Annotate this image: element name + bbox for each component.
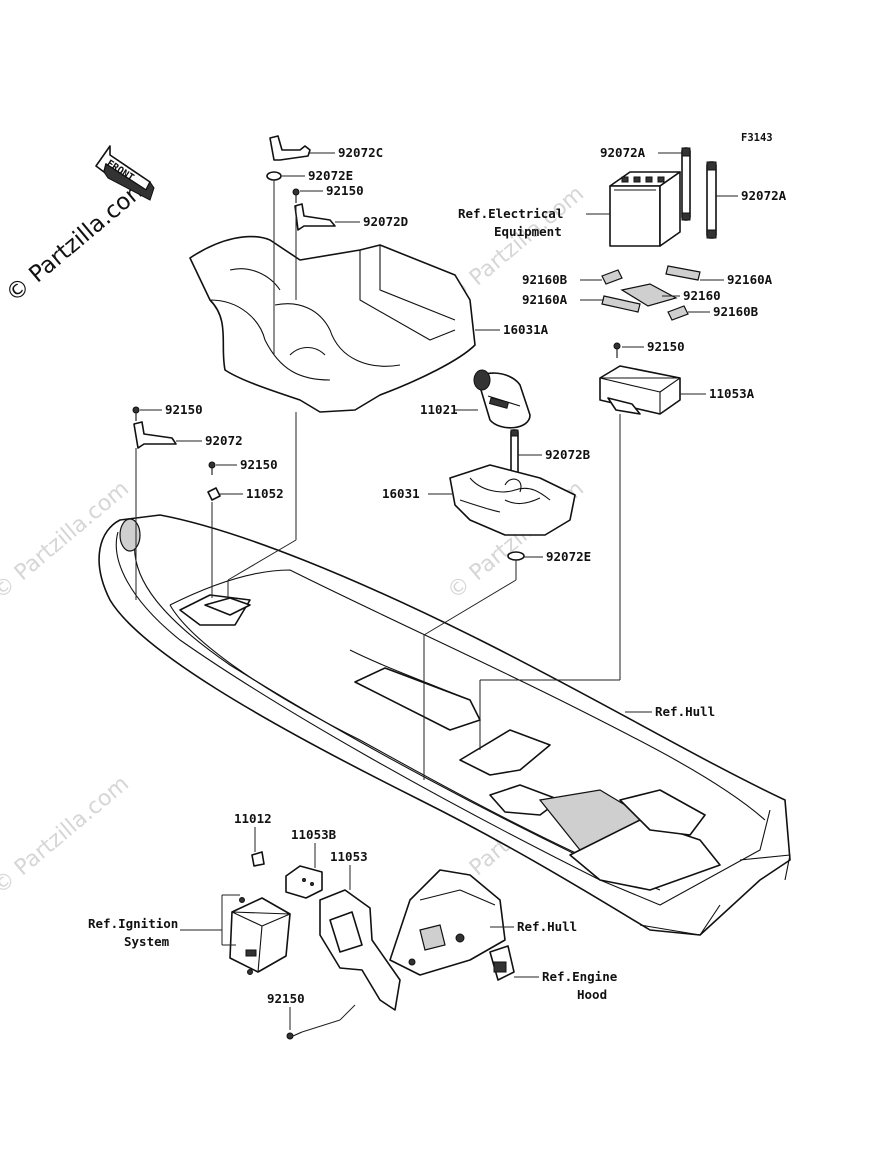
label-92072C: 92072C bbox=[338, 145, 383, 160]
label-ref-hull-2: Ref.Hull bbox=[517, 919, 577, 934]
canister-11021 bbox=[473, 369, 531, 429]
label-ref-hull-1: Ref.Hull bbox=[655, 704, 715, 719]
bracket-92072 bbox=[133, 421, 177, 449]
label-16031A: 16031A bbox=[503, 322, 549, 337]
label-92072E-top: 92072E bbox=[308, 168, 353, 183]
label-11012: 11012 bbox=[234, 811, 272, 826]
strap-92072C: 92072C bbox=[269, 135, 383, 161]
label-11053: 11053 bbox=[330, 849, 368, 864]
label-ref-ignition-2: System bbox=[124, 934, 170, 949]
pad-92160B-top bbox=[601, 269, 623, 285]
bolt-92150-left bbox=[132, 406, 140, 421]
bolt-92150-top: 92150 bbox=[292, 183, 364, 203]
label-92150-top: 92150 bbox=[326, 183, 364, 198]
label-92072B: 92072B bbox=[545, 447, 591, 462]
label-92150-bottom: 92150 bbox=[267, 991, 305, 1006]
pad-92160 bbox=[620, 283, 678, 307]
label-ref-electrical-2: Equipment bbox=[494, 224, 562, 239]
label-92072: 92072 bbox=[205, 433, 243, 448]
clip-11052 bbox=[207, 487, 221, 501]
plate-11053B bbox=[285, 865, 323, 899]
label-92150-mid: 92150 bbox=[647, 339, 685, 354]
watermark-faint: © Partzilla.com bbox=[0, 771, 134, 899]
hull-section bbox=[389, 869, 506, 976]
pad-92160B-bottom bbox=[667, 305, 689, 321]
hull-illustration bbox=[98, 514, 791, 936]
bolt-92150-left2 bbox=[208, 461, 216, 475]
watermark-main: © Partzilla.com bbox=[1, 174, 154, 308]
bolt-92150-mid bbox=[613, 342, 621, 358]
label-92150-left2: 92150 bbox=[240, 457, 278, 472]
label-92160: 92160 bbox=[683, 288, 721, 303]
pad-92160A-left bbox=[601, 295, 641, 313]
clip-92072E-mid bbox=[507, 551, 525, 561]
label-11052: 11052 bbox=[246, 486, 284, 501]
label-ref-engine-1: Ref.Engine bbox=[542, 969, 618, 984]
ignition-box bbox=[229, 897, 291, 975]
cover-16031A bbox=[189, 235, 476, 413]
grommet-11012 bbox=[251, 851, 265, 867]
label-ref-electrical-1: Ref.Electrical bbox=[458, 206, 563, 221]
label-92160A-left: 92160A bbox=[522, 292, 568, 307]
label-92072A-right: 92072A bbox=[741, 188, 787, 203]
bolt-92150-bottom bbox=[286, 1031, 303, 1040]
label-92160A-right: 92160A bbox=[727, 272, 773, 287]
front-arrow-icon: FRONT bbox=[95, 145, 155, 201]
figure-code: F3143 bbox=[741, 132, 773, 144]
label-92072E-mid: 92072E bbox=[546, 549, 591, 564]
holder-16031 bbox=[449, 464, 576, 536]
label-92160B-top: 92160B bbox=[522, 272, 568, 287]
label-11021: 11021 bbox=[420, 402, 458, 417]
bracket-92072D: 92072D bbox=[294, 203, 408, 231]
label-ref-ignition-1: Ref.Ignition bbox=[88, 916, 178, 931]
label-92160B-bottom: 92160B bbox=[713, 304, 759, 319]
strap-92072A-right bbox=[706, 161, 717, 239]
label-92072A-left: 92072A bbox=[600, 145, 646, 160]
label-11053A: 11053A bbox=[709, 386, 755, 401]
label-ref-engine-2: Hood bbox=[577, 987, 607, 1002]
engine-hood-latch bbox=[489, 945, 515, 981]
label-11053B: 11053B bbox=[291, 827, 337, 842]
label-16031: 16031 bbox=[382, 486, 420, 501]
tray-11053A bbox=[599, 365, 681, 415]
strap-92072A-left bbox=[681, 147, 691, 221]
bracket-11053 bbox=[319, 889, 401, 1011]
pad-92160A-right bbox=[665, 265, 701, 281]
clip-92072E-top: 92072E bbox=[266, 168, 353, 183]
battery bbox=[609, 171, 681, 247]
label-92150-left: 92150 bbox=[165, 402, 203, 417]
label-92072D: 92072D bbox=[363, 214, 408, 229]
